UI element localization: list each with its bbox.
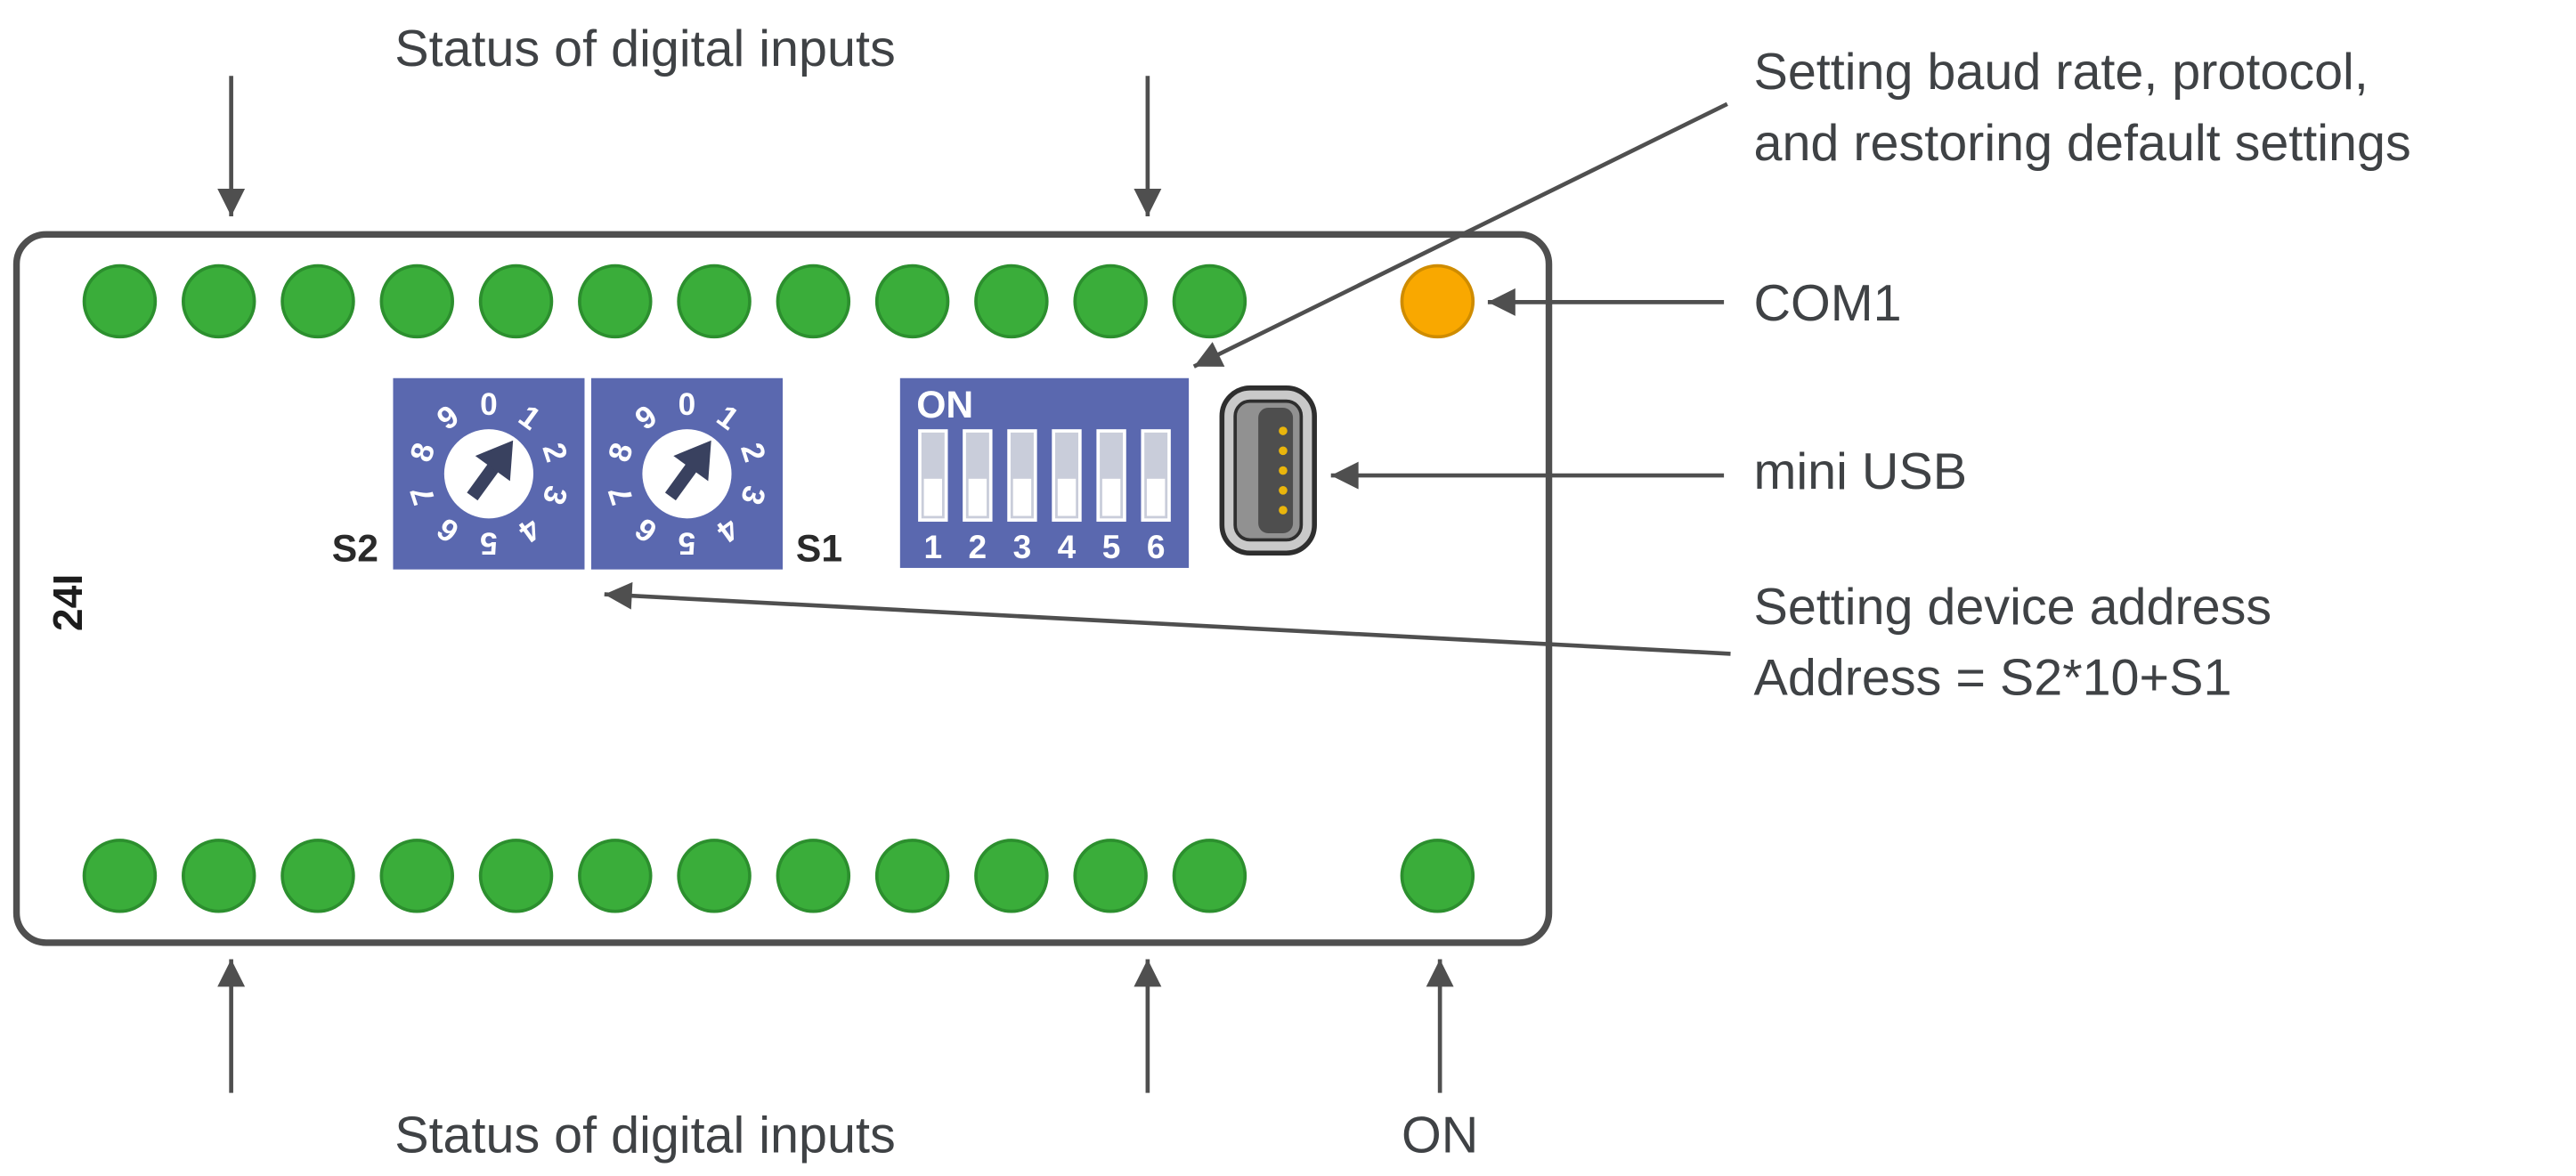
digital-input-led [379, 839, 454, 913]
on-led [1400, 839, 1475, 913]
digital-input-led [1073, 839, 1148, 913]
dip-position-number: 1 [923, 528, 942, 565]
rotary-pointer-icon [467, 440, 514, 501]
dip-switch-handle [1012, 478, 1032, 516]
digital-input-led [677, 264, 752, 339]
rotary-digit: 0 [480, 387, 498, 422]
annotation-address-line2: Address = S2*10+S1 [1753, 648, 2232, 707]
digital-input-led [1172, 839, 1247, 913]
digital-input-led [776, 839, 851, 913]
annotation-baud-rate: Setting baud rate, protocol, and restori… [1753, 36, 2410, 178]
rotary-switch-label-s2: S2 [331, 526, 378, 570]
rotary-pointer-icon [664, 440, 711, 501]
digital-input-led [874, 839, 950, 913]
rotary-digit: 5 [480, 526, 498, 561]
dip-switch-handle [923, 478, 942, 516]
rotary-digit: 0 [679, 387, 696, 422]
dip-position-number: 4 [1058, 528, 1077, 565]
digital-input-led [478, 264, 554, 339]
annotation-on-led: ON [1402, 1106, 1479, 1164]
digital-input-led [974, 839, 1049, 913]
digital-input-led [181, 839, 256, 913]
dip-switch-handle [1146, 478, 1166, 516]
annotation-com1: COM1 [1753, 273, 1902, 332]
digital-input-led-row-top [82, 264, 1247, 339]
dip-switch-handle [1101, 478, 1121, 516]
digital-input-led [280, 264, 355, 339]
digital-input-led [974, 264, 1049, 339]
annotation-baud-line2: and restoring default settings [1753, 113, 2411, 172]
dip-switch-handle [968, 478, 987, 516]
digital-input-led [181, 264, 256, 339]
annotation-baud-line1: Setting baud rate, protocol, [1753, 43, 2369, 101]
digital-input-led [677, 839, 752, 913]
digital-input-led-row-bottom [82, 839, 1247, 913]
rotary-digit: 5 [679, 526, 696, 561]
digital-input-led [1073, 264, 1148, 339]
dip-switch-handle [1057, 478, 1077, 516]
annotation-device-address: Setting device address Address = S2*10+S… [1753, 572, 2271, 713]
annotation-address-line1: Setting device address [1753, 578, 2272, 636]
dip-switch-body [899, 377, 1190, 568]
com1-led [1400, 264, 1475, 339]
digital-input-led [379, 264, 454, 339]
digital-input-led [776, 264, 851, 339]
digital-input-led [578, 264, 653, 339]
usb-cavity [1258, 408, 1294, 534]
annotation-mini-usb: mini USB [1753, 442, 1968, 500]
dip-on-label: ON [916, 384, 973, 426]
dip-position-number: 5 [1102, 528, 1121, 565]
digital-input-led [82, 839, 158, 913]
digital-input-led [1172, 264, 1247, 339]
digital-input-led [578, 839, 653, 913]
digital-input-led [82, 264, 158, 339]
digital-input-led [280, 839, 355, 913]
dip-position-number: 3 [1013, 528, 1032, 565]
model-label: 24I [45, 573, 92, 632]
rotary-switch-label-s1: S1 [795, 526, 843, 570]
dip-position-number: 6 [1147, 528, 1166, 565]
digital-input-led [874, 264, 950, 339]
usb-pins [1279, 426, 1288, 515]
mini-usb-connector [1219, 385, 1317, 556]
annotation-bottom-inputs: Status of digital inputs [394, 1106, 896, 1164]
annotation-top-inputs: Status of digital inputs [394, 20, 896, 78]
dip-position-number: 2 [969, 528, 987, 565]
digital-input-led [478, 839, 554, 913]
